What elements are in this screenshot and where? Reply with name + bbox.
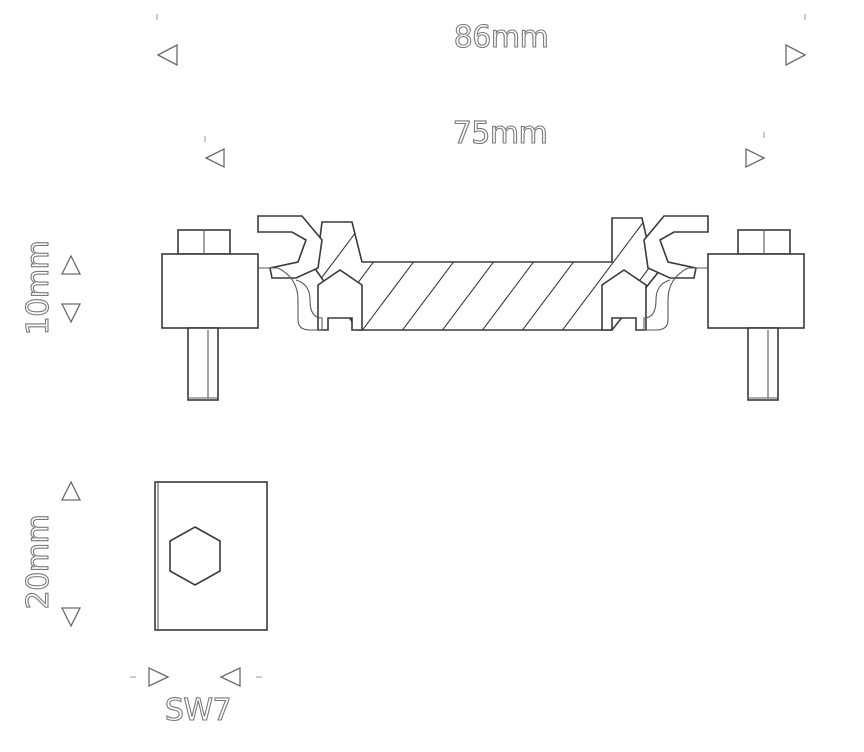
left-clamp-block <box>161 229 259 401</box>
arrow-right-icon <box>745 147 766 169</box>
arrow-down-icon <box>60 607 82 628</box>
left-bolt-shank <box>187 327 219 401</box>
right-bolt-shank <box>747 327 779 401</box>
arrow-right-icon <box>148 666 170 688</box>
nut-height-label: 20mm <box>21 515 56 610</box>
right-clamp-block <box>707 229 805 401</box>
overall-width-label: 86mm <box>454 20 549 55</box>
inner-width-dimension: 75mm <box>204 115 766 169</box>
right-groove <box>601 269 647 331</box>
inner-width-label: 75mm <box>453 116 548 151</box>
left-clamp-rail <box>257 215 323 331</box>
hexagon-socket-icon <box>169 526 221 586</box>
height-dimension: 10mm <box>20 240 82 336</box>
right-block <box>707 253 805 329</box>
wrench-size-label: SW7 <box>165 693 231 728</box>
arrow-left-icon <box>156 43 178 67</box>
nut-detail-view <box>154 481 268 631</box>
arrow-up-icon <box>60 254 82 275</box>
height-label: 10mm <box>21 241 56 336</box>
arrow-left-icon <box>219 666 241 688</box>
profile-cross-section <box>315 217 662 331</box>
left-groove <box>317 269 363 331</box>
overall-width-dimension: 86mm <box>156 14 807 67</box>
right-clamp-rail <box>643 215 709 331</box>
arrow-down-icon <box>60 303 82 324</box>
arrow-right-icon <box>785 43 807 67</box>
left-block <box>161 253 259 329</box>
nut-height-dimension: 20mm <box>20 480 82 628</box>
arrow-up-icon <box>60 480 82 501</box>
arrow-left-icon <box>204 147 225 169</box>
wrench-size-dimension: SW7 <box>130 666 262 729</box>
